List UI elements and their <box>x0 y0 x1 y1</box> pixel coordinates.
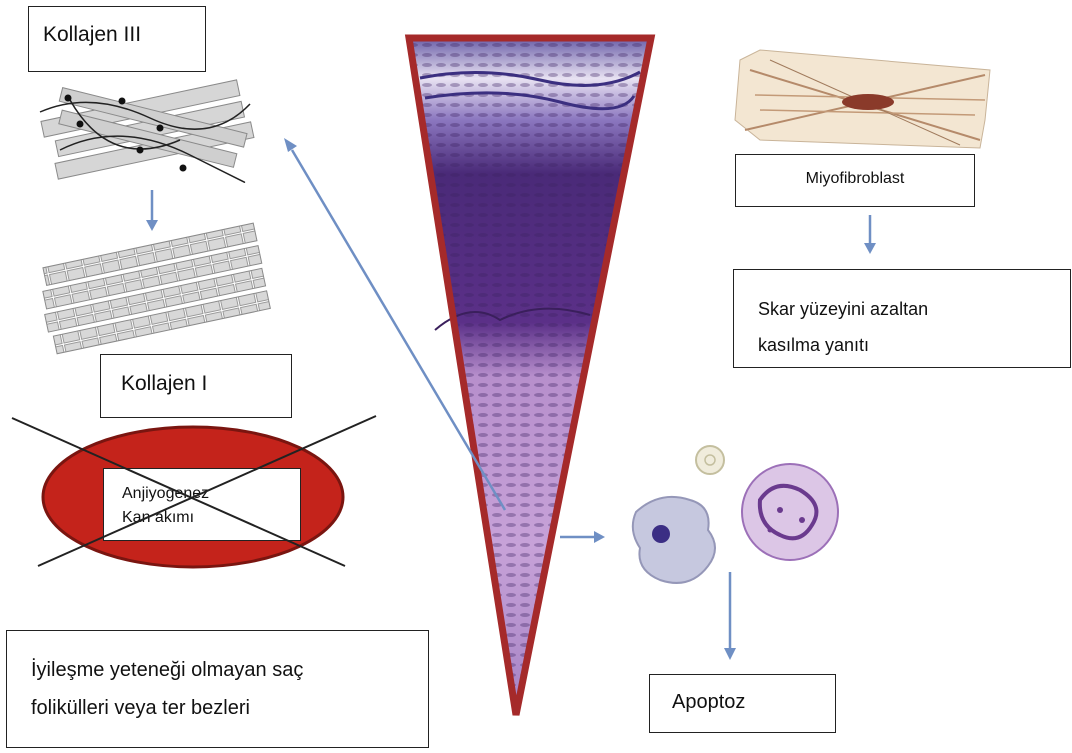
kollajen-i-label: Kollajen I <box>121 372 291 396</box>
collagen-iii-fibers <box>40 79 254 182</box>
miyofibroblast-label-box: Miyofibroblast <box>735 154 975 207</box>
arrow-to-cells <box>560 531 605 543</box>
kollajen-iii-label-box: Kollajen III <box>28 6 206 72</box>
apoptoz-label: Apoptoz <box>672 691 835 714</box>
ilesme-label-box: İyileşme yeteneği olmayan saç foliküller… <box>6 630 429 748</box>
myofibroblast-cell <box>735 50 990 148</box>
skar-label-box: Skar yüzeyini azaltan kasılma yanıtı <box>733 269 1071 368</box>
ilesme-line-2: folikülleri veya ter bezleri <box>31 689 428 727</box>
miyofibroblast-label: Miyofibroblast <box>736 170 974 188</box>
anjiyogenez-label-box: Anjiyogenez Kan akımı <box>103 468 301 541</box>
skar-line-2: kasılma yanıtı <box>758 327 1070 363</box>
anjiyogenez-label: Anjiyogenez <box>122 482 300 506</box>
collagen-i-fibers <box>35 223 271 354</box>
kollajen-i-label-box: Kollajen I <box>100 354 292 418</box>
skin-tissue-wedge <box>409 38 651 715</box>
arrow-down-myofibroblast <box>864 215 876 254</box>
arrow-down-apoptosis <box>724 572 736 660</box>
ilesme-line-1: İyileşme yeteneği olmayan saç <box>31 651 428 689</box>
skar-line-1: Skar yüzeyini azaltan <box>758 291 1070 327</box>
apoptoz-label-box: Apoptoz <box>649 674 836 733</box>
kollajen-iii-label: Kollajen III <box>43 23 205 47</box>
kan-akimi-label: Kan akımı <box>122 506 300 530</box>
apoptotic-cells <box>633 446 838 583</box>
arrow-down-collagen <box>146 190 158 231</box>
